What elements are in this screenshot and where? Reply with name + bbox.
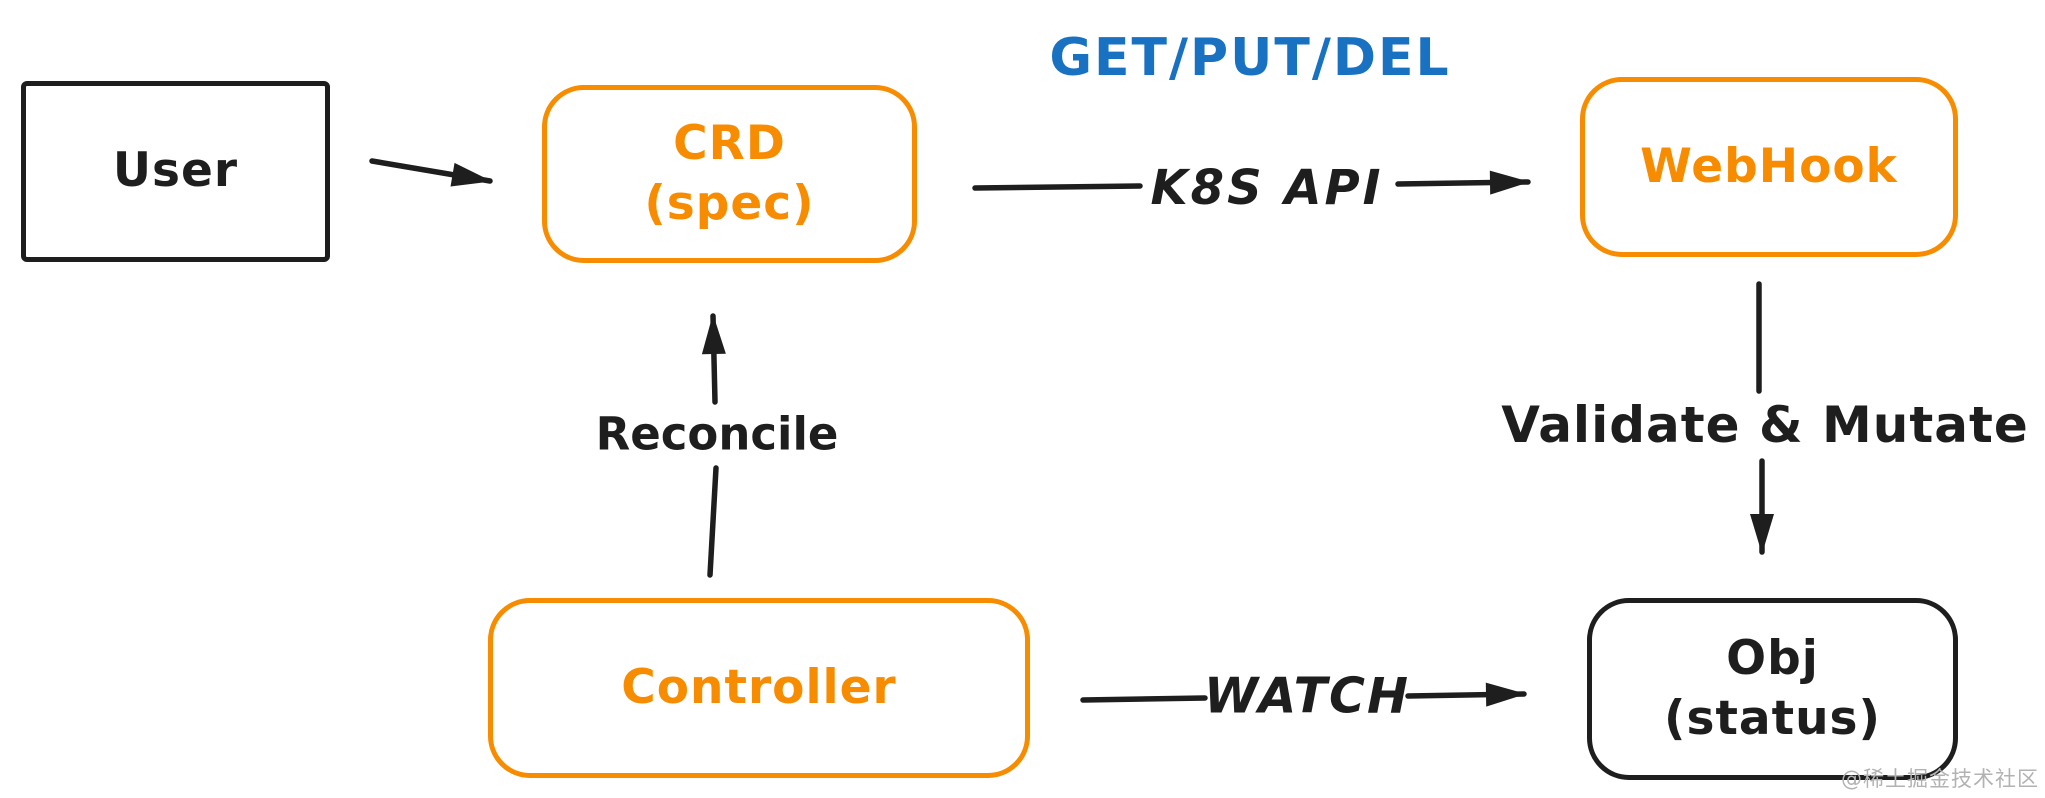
watermark: @稀土掘金技术社区 [1841, 767, 2039, 791]
arrow-controller-to-crd-lower [707, 465, 719, 578]
node-controller-label: Controller [621, 659, 897, 715]
node-webhook-label: WebHook [1640, 138, 1898, 194]
node-crd-sublabel: (spec) [644, 176, 815, 231]
node-controller: Controller [488, 598, 1030, 778]
node-obj-sublabel: (status) [1663, 691, 1882, 746]
edge-label-watch: WATCH [1204, 667, 1410, 725]
arrow-controller-to-crd-upper [701, 313, 726, 405]
node-obj: Obj (status) [1587, 598, 1958, 780]
node-crd: CRD (spec) [542, 85, 917, 263]
edge-label-reconcile: Reconcile [595, 407, 839, 461]
edge-label-validate-mutate: Validate & Mutate [1501, 396, 2029, 454]
annotation-get-put-del: GET/PUT/DEL [1049, 28, 1451, 88]
node-obj-label: Obj [1726, 630, 1819, 686]
node-webhook: WebHook [1580, 77, 1958, 257]
node-user-label: User [112, 143, 239, 199]
arrow-crd-to-webhook-right [1395, 170, 1531, 195]
arrow-user-to-crd [369, 158, 493, 187]
node-user: User [21, 81, 330, 262]
arrow-crd-to-webhook-left [972, 183, 1143, 191]
arrow-controller-to-obj-left [1080, 695, 1208, 703]
node-crd-label: CRD [673, 115, 786, 171]
arrow-controller-to-obj-right [1405, 682, 1527, 707]
edge-label-k8s-api: K8S API [1150, 160, 1384, 216]
